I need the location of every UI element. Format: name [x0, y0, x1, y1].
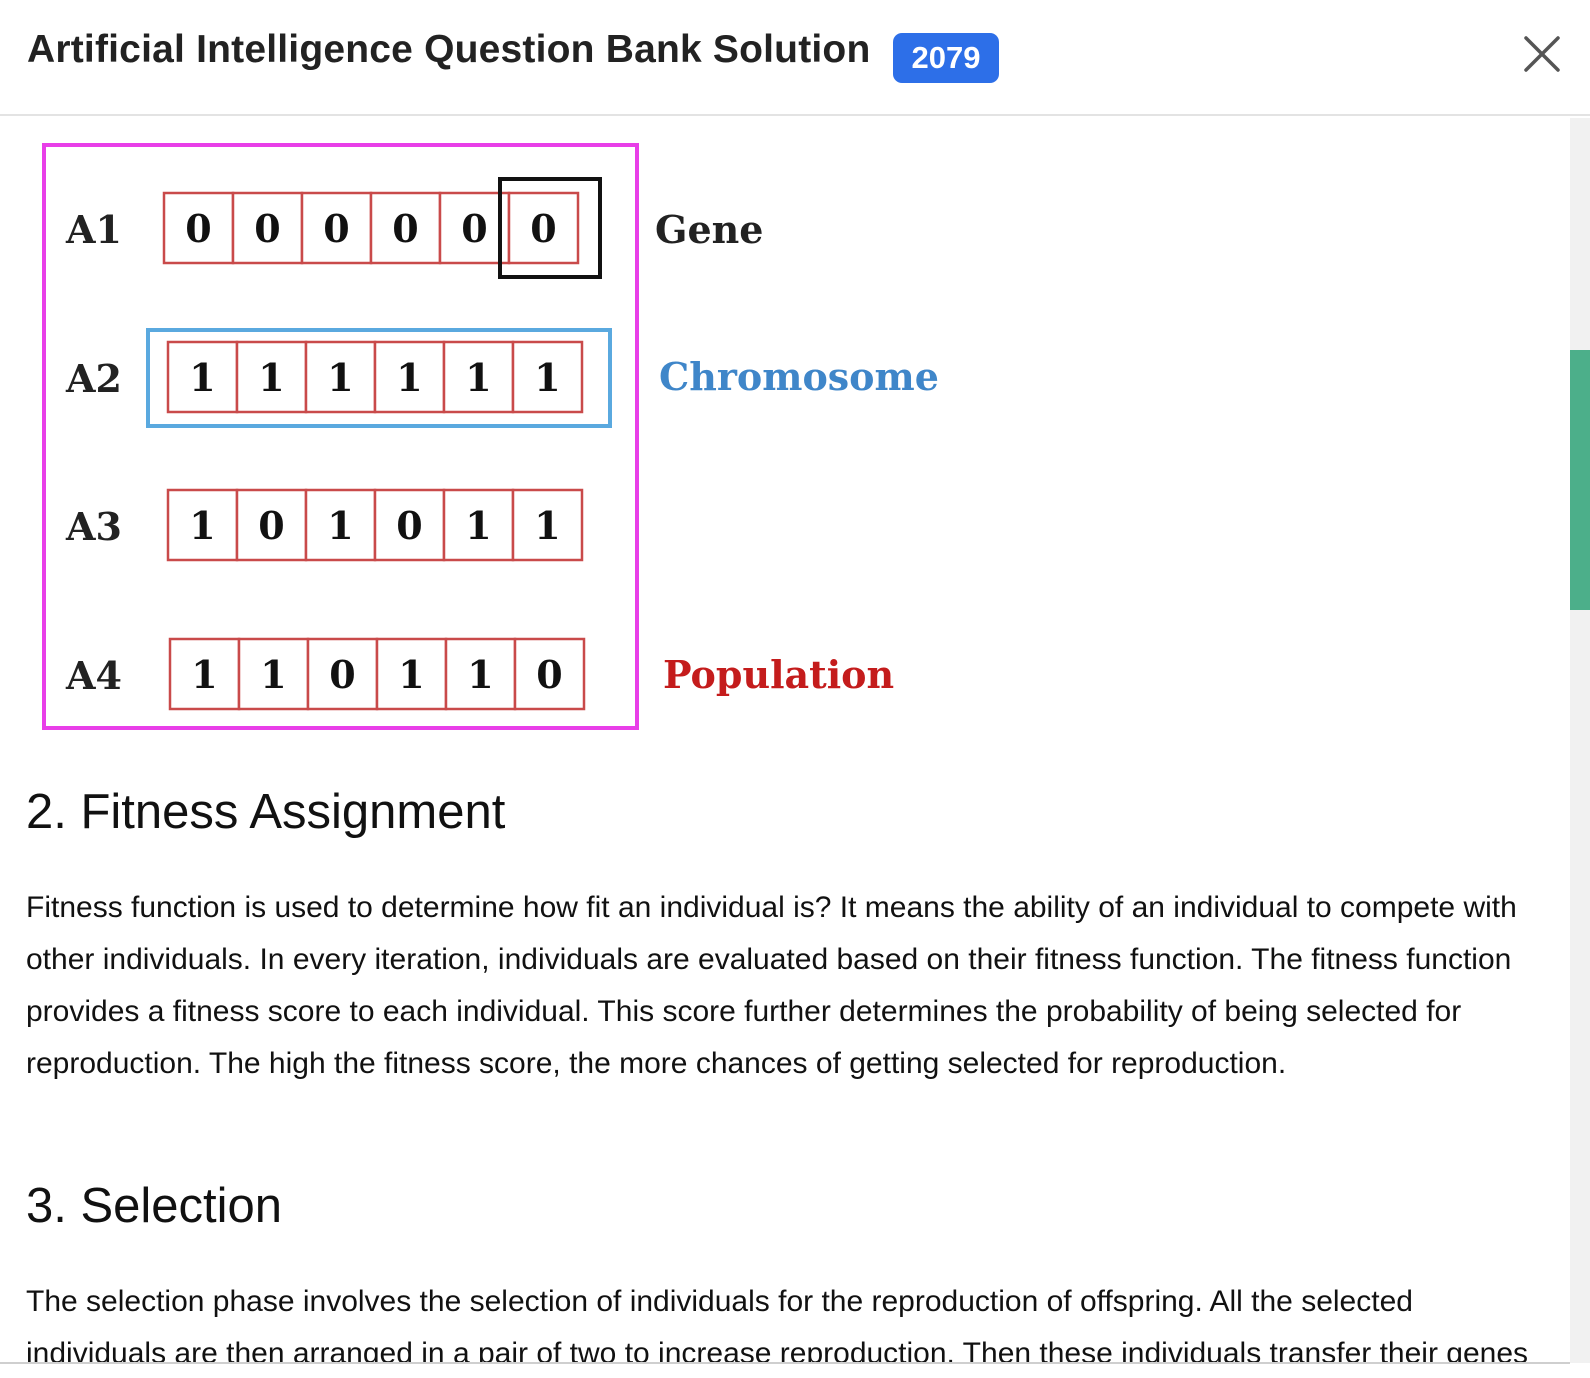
- population-label: Population: [663, 652, 894, 697]
- gene-value: 1: [189, 355, 215, 400]
- gene-value: 1: [260, 652, 286, 697]
- gene-value: 1: [467, 652, 493, 697]
- gene-cell: [235, 340, 308, 414]
- population-box: [42, 143, 639, 730]
- gene-box: [498, 177, 602, 279]
- row-label: A1: [65, 207, 122, 252]
- scrollbar[interactable]: [1570, 118, 1590, 1363]
- gene-cell: [162, 191, 235, 265]
- chromosome-label: Chromosome: [659, 354, 939, 399]
- section-body-fitness: Fitness function is used to determine ho…: [26, 891, 1517, 1080]
- gene-cell: [166, 340, 239, 414]
- gene-cell: [507, 191, 580, 265]
- gene-cell: [235, 488, 308, 562]
- gene-cell: [300, 191, 373, 265]
- gene-label: Gene: [655, 207, 763, 252]
- gene-value: 1: [465, 355, 491, 400]
- section-heading-fitness: 2. Fitness Assignment: [26, 785, 506, 839]
- gene-value: 1: [398, 652, 424, 697]
- close-icon: [1524, 36, 1560, 72]
- row-label: A3: [65, 504, 122, 549]
- scrollbar-thumb[interactable]: [1570, 350, 1590, 610]
- close-button[interactable]: [1520, 32, 1564, 76]
- gene-cell: [442, 488, 515, 562]
- row-label: A4: [65, 653, 122, 698]
- gene-value: 1: [258, 355, 284, 400]
- gene-cell: [513, 637, 586, 711]
- gene-value: 1: [534, 503, 560, 548]
- gene-value: 1: [327, 355, 353, 400]
- gene-value: 1: [189, 503, 215, 548]
- gene-cell: [369, 191, 442, 265]
- gene-value: 0: [258, 503, 284, 548]
- gene-value: 0: [461, 206, 487, 251]
- modal-header: Artificial Intelligence Question Bank So…: [0, 0, 1590, 116]
- gene-value: 0: [329, 652, 355, 697]
- gene-value: 0: [323, 206, 349, 251]
- gene-value: 0: [530, 206, 556, 251]
- gene-cell: [444, 637, 517, 711]
- gene-cell: [442, 340, 515, 414]
- gene-cell: [168, 637, 241, 711]
- gene-value: 0: [392, 206, 418, 251]
- row-label: A2: [65, 356, 122, 401]
- gene-value: 0: [254, 206, 280, 251]
- gene-cell: [511, 488, 584, 562]
- gene-value: 0: [396, 503, 422, 548]
- section-heading-selection: 3. Selection: [26, 1179, 283, 1233]
- gene-cell: [511, 340, 584, 414]
- gene-value: 1: [191, 652, 217, 697]
- year-badge: 2079: [893, 33, 999, 83]
- gene-value: 1: [396, 355, 422, 400]
- gene-cell: [373, 340, 446, 414]
- gene-value: 0: [536, 652, 562, 697]
- chromosome-box: [146, 328, 612, 428]
- modal-title: Artificial Intelligence Question Bank So…: [27, 28, 871, 71]
- gene-cell: [438, 191, 511, 265]
- section-body-selection: The selection phase involves the selecti…: [26, 1285, 1529, 1363]
- modal-bottom-border: [0, 1362, 1570, 1364]
- gene-value: 0: [185, 206, 211, 251]
- gene-value: 1: [465, 503, 491, 548]
- gene-value: 1: [327, 503, 353, 548]
- gene-value: 1: [534, 355, 560, 400]
